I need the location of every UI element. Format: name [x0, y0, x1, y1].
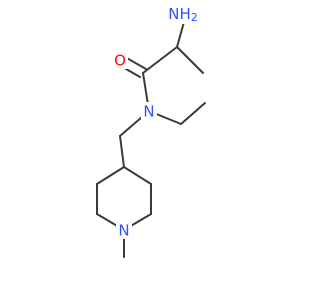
bond-alpha-carbon-to-carbonyl-carbon	[142, 46, 178, 74]
amide-nitrogen-label-background	[141, 102, 157, 120]
amino-group-label: NH2	[168, 5, 198, 25]
atom-label-layer: NH2 O N N	[112, 4, 202, 240]
bond-carbonyl-double-inner	[124, 56, 147, 70]
amino-subscript: 2	[191, 11, 198, 24]
ring-nitrogen-label: N	[118, 222, 129, 240]
ring-nitrogen-label-background	[116, 221, 132, 239]
bond-methylene-to-ring-carbon	[119, 135, 125, 168]
bond-ethyl-terminal	[180, 102, 206, 125]
amino-symbol: NH	[168, 5, 191, 23]
bond-ring-c3-left-to-c4	[96, 166, 125, 185]
bond-amino-nitrogen-to-alpha-carbon	[176, 21, 185, 48]
carbonyl-oxygen-label: O	[114, 52, 126, 70]
amino-label-background	[168, 4, 202, 24]
bond-alpha-carbon-to-methyl	[176, 46, 204, 74]
molecule-structure-diagram: NH2 O N N	[96, 4, 206, 258]
oxygen-label-background	[112, 51, 128, 69]
amide-nitrogen-label: N	[143, 103, 154, 121]
bond-ring-c4-to-c3-right	[123, 166, 152, 185]
